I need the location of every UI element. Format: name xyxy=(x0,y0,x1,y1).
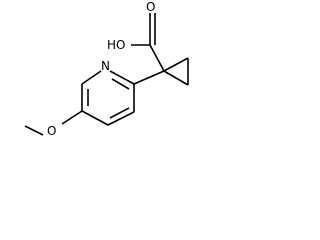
hydroxyl-label: HO xyxy=(107,38,125,52)
bond-c4-c5 xyxy=(81,110,109,126)
chemical-structure-diagram: N O HO O xyxy=(24,0,189,138)
bond-n-c2 xyxy=(109,70,135,85)
bond-cp2-cq xyxy=(163,70,189,86)
double-bond-n-c2 xyxy=(111,78,130,90)
bond-c4-ometh xyxy=(61,110,83,125)
carbonyl-oxygen-label: O xyxy=(146,0,155,14)
bond-cq-cp1 xyxy=(163,57,189,72)
pyridine-ring xyxy=(81,70,135,126)
double-bond-c3-c4 xyxy=(109,107,130,119)
cyclopropane-ring xyxy=(133,57,189,86)
carboxylic-acid-group xyxy=(131,13,165,72)
ether-oxygen-label: O xyxy=(47,124,56,138)
bond-c6-n xyxy=(81,70,102,85)
bond-c2-cq xyxy=(133,70,165,85)
bond-ometh-ch3 xyxy=(24,125,44,136)
nitrogen-label: N xyxy=(101,59,110,73)
bond-cq-ccarboxyl xyxy=(149,44,165,72)
methoxy-group xyxy=(24,110,83,136)
bond-c3-c4 xyxy=(107,111,135,126)
